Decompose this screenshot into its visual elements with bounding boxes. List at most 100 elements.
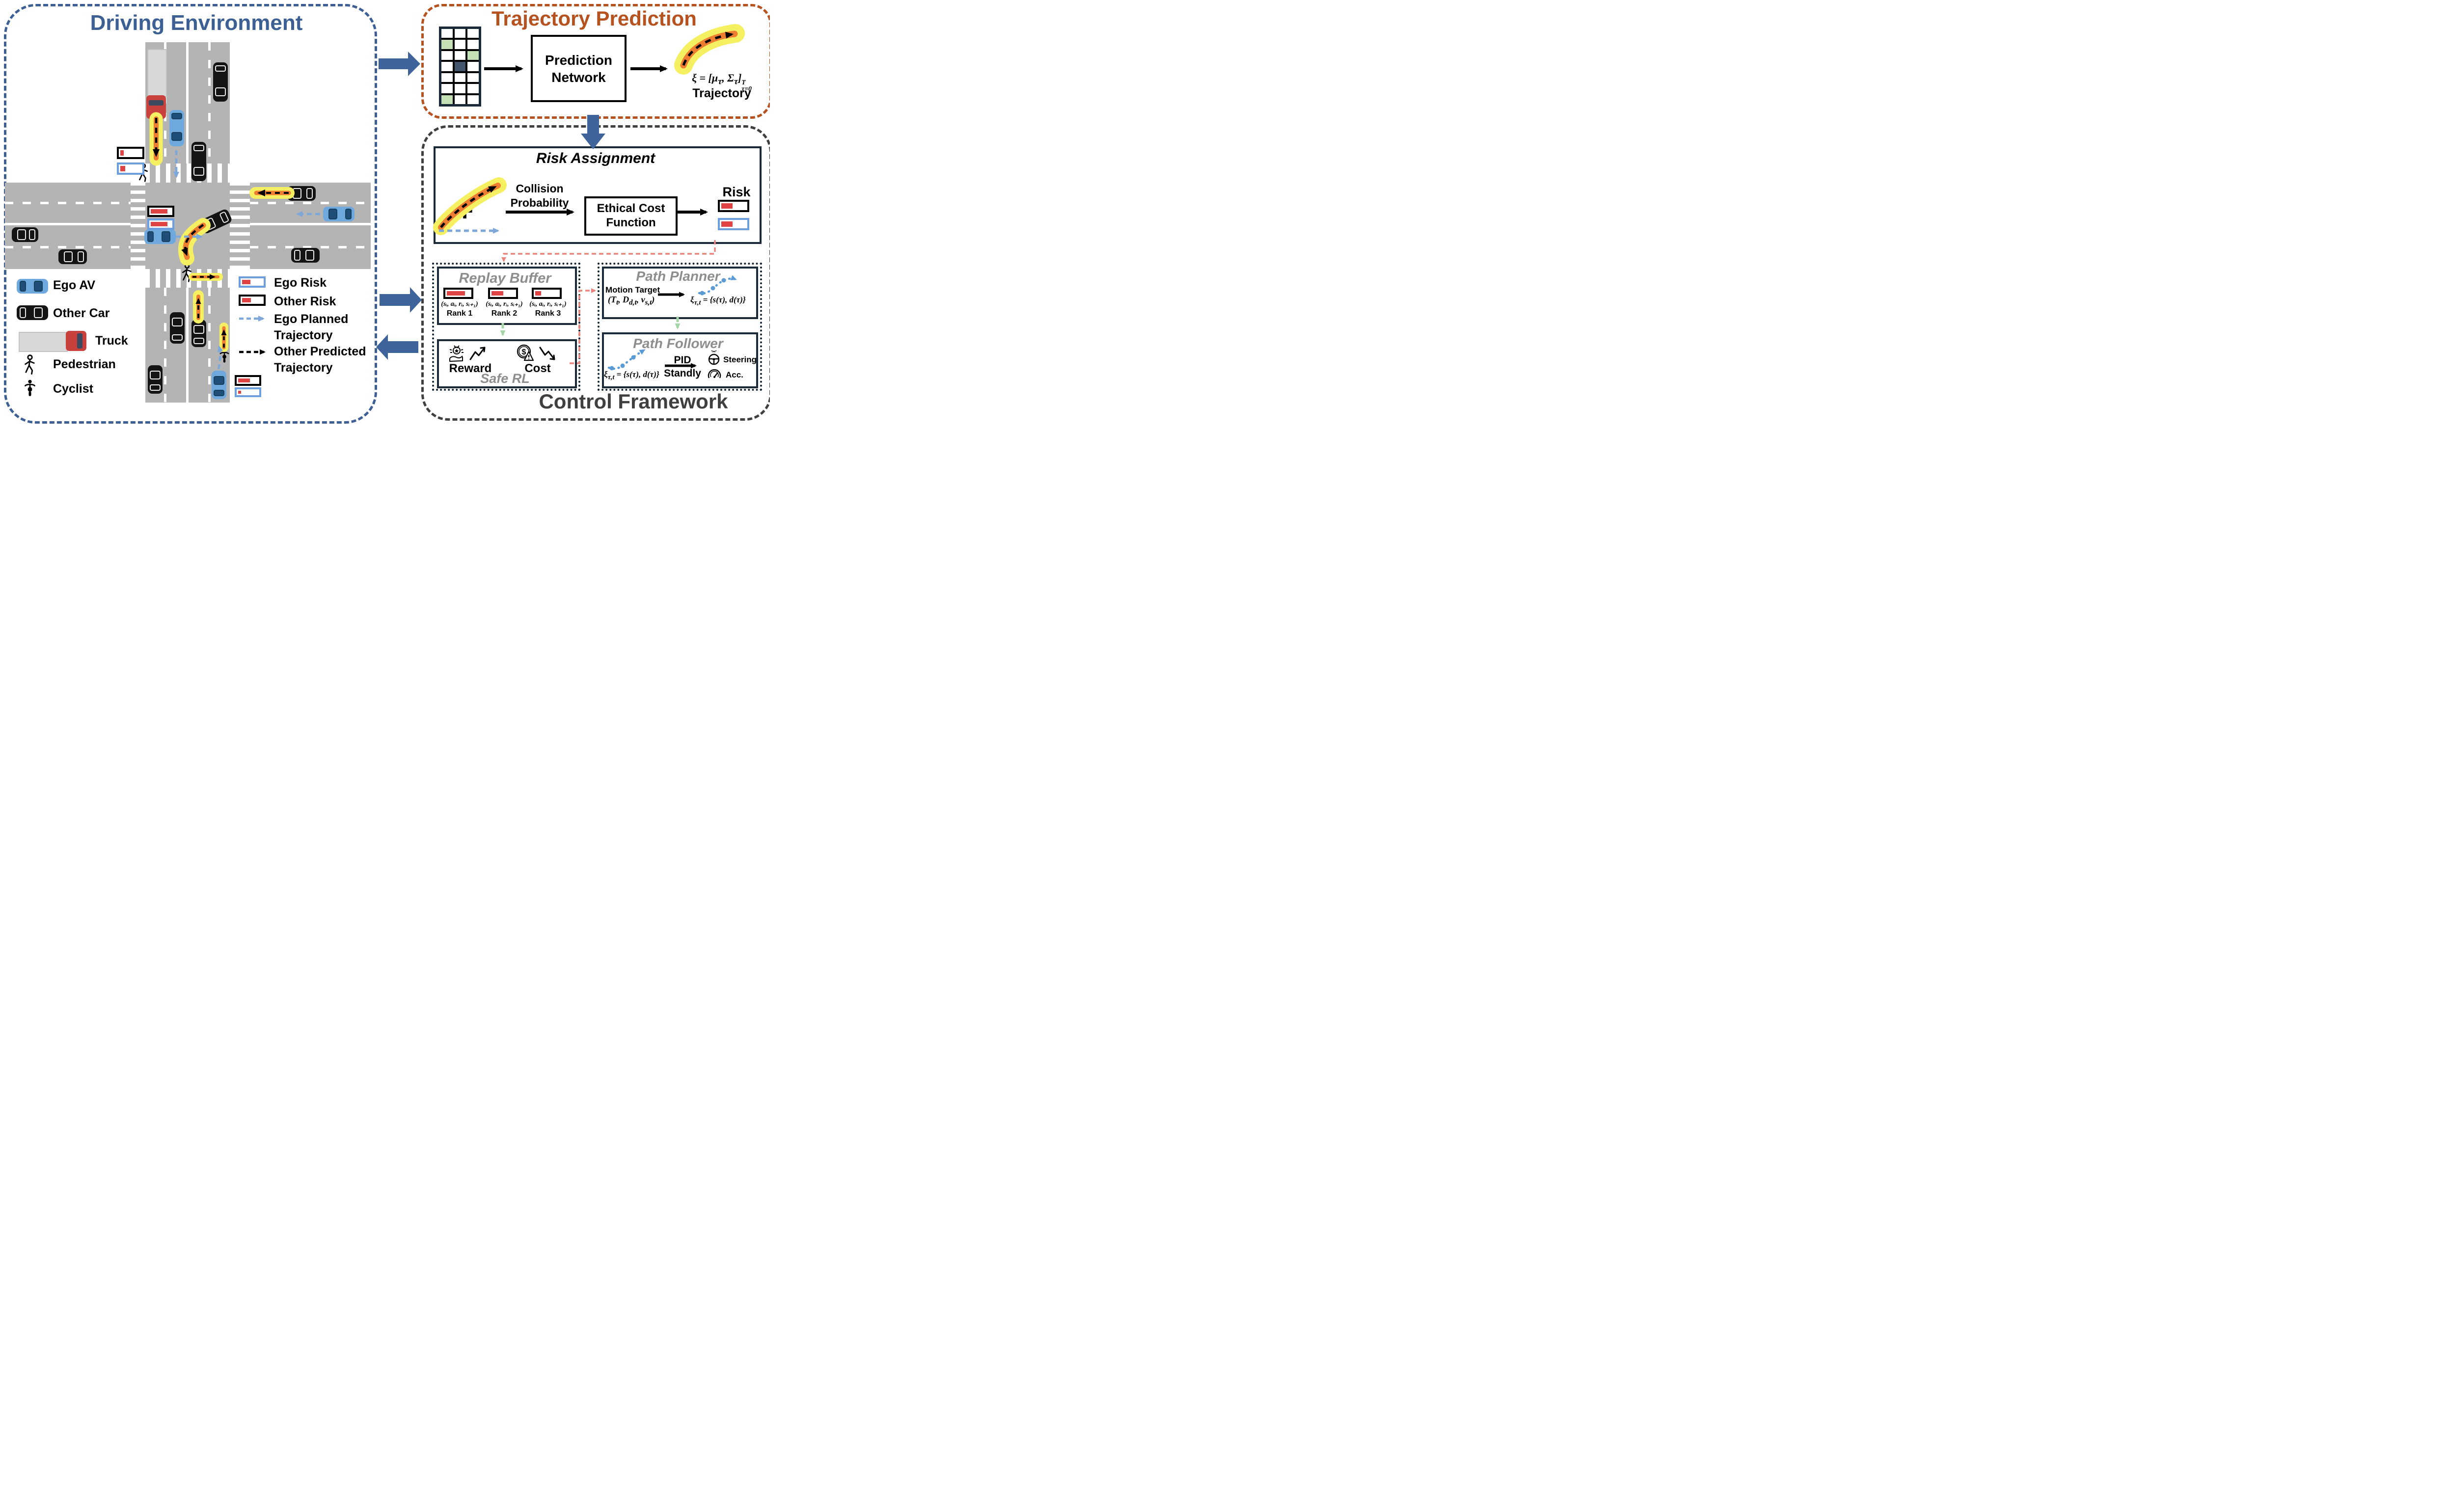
legend-pedestrian-icon — [23, 354, 37, 378]
lane-dash — [250, 246, 371, 248]
motion-target-label: Motion Target — [605, 285, 660, 295]
pedestrian-icon — [181, 263, 193, 285]
env-to-prediction-arrow — [379, 52, 420, 76]
tp-grid-cell — [467, 40, 479, 49]
ethical-cost-function-box: Ethical Cost Function — [584, 196, 678, 236]
lane-dash — [5, 202, 131, 204]
trajectory-prediction-title: Trajectory Prediction — [491, 7, 697, 30]
ego-av-car-top — [169, 110, 184, 146]
lane-divider — [186, 288, 189, 403]
tp-grid-cell — [441, 29, 453, 38]
lane-dash — [250, 202, 371, 204]
tp-grid-cell — [454, 84, 466, 93]
tp-grid-cell — [467, 84, 479, 93]
lane-divider — [5, 223, 131, 225]
crosswalk-right — [230, 183, 250, 269]
rank-label: Rank 2 — [491, 309, 518, 318]
risk-bar-ego — [235, 387, 261, 397]
lane-dash — [164, 288, 166, 403]
tp-grid-cell — [441, 95, 453, 104]
path-follower-title: Path Follower — [633, 336, 723, 351]
tp-grid-cell — [441, 62, 453, 71]
tp-grid-cell — [441, 73, 453, 82]
legend-ego-risk-label: Ego Risk — [274, 276, 327, 290]
truck-trailer — [147, 49, 167, 97]
legend-ego-av-label: Ego AV — [53, 278, 96, 292]
legend-truck-cab-icon — [66, 331, 86, 351]
steering-wheel-icon — [706, 350, 722, 369]
cost-down-arrow-icon — [538, 345, 559, 366]
risk-bar-ego — [117, 162, 144, 175]
lane-divider — [250, 223, 371, 225]
cost-coin-icon: $ — [515, 343, 536, 366]
risk-bar-other — [147, 206, 174, 217]
legend-other-predicted-label: Other Predicted Trajectory — [274, 345, 366, 375]
other-car — [191, 320, 206, 347]
tp-grid-cell — [454, 51, 466, 60]
other-car — [213, 62, 228, 102]
legend-truck-label: Truck — [95, 334, 128, 348]
steering-label: Steering — [723, 355, 757, 364]
other-car — [12, 227, 38, 242]
other-car — [148, 365, 163, 394]
ego-av-car-bottom — [212, 371, 226, 399]
driving-environment-title: Driving Environment — [90, 11, 303, 35]
replay-bar-3 — [532, 288, 562, 299]
transition-tuple: (sᵢ, aᵢ, rᵢ, sᵢ₊₁) — [486, 300, 523, 308]
tp-grid-cell — [454, 62, 466, 71]
tp-grid — [439, 27, 481, 107]
standly-label: Standly — [664, 368, 701, 379]
acc-label: Acc. — [726, 370, 743, 379]
legend-truck-trailer-icon — [19, 332, 68, 352]
tp-grid-cell — [454, 95, 466, 104]
legend-pedestrian-label: Pedestrian — [53, 357, 116, 371]
tp-trajectory-label: Trajectory — [692, 86, 751, 100]
control-framework-title: Control Framework — [539, 390, 728, 413]
risk-label: Risk — [722, 185, 751, 199]
other-car — [291, 248, 320, 263]
tp-grid-cell — [454, 29, 466, 38]
pid-label: PID — [674, 354, 691, 366]
safe-rl-box — [437, 339, 577, 388]
replay-bar-2 — [488, 288, 518, 299]
plus-sign: + — [456, 194, 474, 227]
lane-dash — [5, 246, 131, 248]
speedometer-icon — [707, 367, 722, 383]
tp-grid-cell — [454, 73, 466, 82]
cost-label: Cost — [524, 362, 551, 375]
tp-grid-cell — [441, 51, 453, 60]
legend-cyclist-icon — [24, 379, 36, 399]
legend-cyclist-label: Cyclist — [53, 382, 93, 396]
figure-canvas: Driving Environment — [0, 0, 770, 424]
motion-target-formula: (Tt, Dd,t, vs,t) — [608, 295, 655, 307]
truck-cab — [146, 95, 166, 119]
risk-bar-ego — [147, 218, 174, 230]
legend-other-risk-icon — [239, 295, 266, 306]
other-car — [287, 186, 316, 201]
prediction-network-box: Prediction Network — [531, 35, 627, 102]
planner-dotted-container — [598, 263, 762, 391]
crosswalk-left — [131, 183, 145, 269]
risk-bar-other — [117, 147, 144, 159]
replay-bar-1 — [443, 288, 473, 299]
svg-text:$: $ — [522, 348, 526, 356]
lane-dash — [208, 42, 211, 163]
transition-tuple: (sᵢ, aᵢ, rᵢ, sᵢ₊₁) — [441, 300, 478, 308]
control-to-env-arrow — [376, 334, 418, 360]
tp-grid-cell — [467, 62, 479, 71]
risk-bar-ego — [718, 218, 749, 230]
reward-up-arrow-icon — [468, 344, 489, 365]
legend-ego-risk-icon — [239, 276, 266, 288]
tp-grid-cell — [467, 73, 479, 82]
tp-grid-cell — [467, 95, 479, 104]
ego-av-car-right — [323, 207, 355, 221]
tp-grid-cell — [441, 40, 453, 49]
reward-medal-icon — [446, 344, 467, 366]
other-car — [170, 312, 185, 344]
lane-dash — [208, 288, 211, 403]
risk-bar-other — [235, 375, 261, 386]
path-planner-output-formula: ξτ,t = {s(τ), d(τ)} — [690, 295, 746, 307]
legend-other-car-label: Other Car — [53, 306, 110, 320]
legend-other-risk-label: Other Risk — [274, 295, 336, 308]
reward-label: Reward — [449, 362, 492, 375]
